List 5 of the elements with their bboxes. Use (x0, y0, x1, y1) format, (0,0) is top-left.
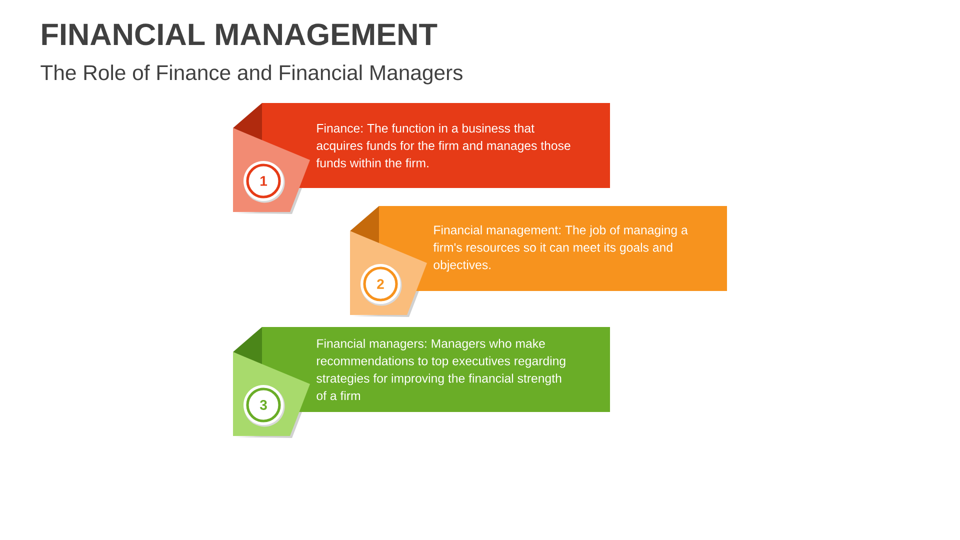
number-badge: 2 (360, 264, 402, 306)
number-badge: 3 (244, 385, 285, 427)
title: FINANCIAL MANAGEMENT (42, 24, 438, 46)
number-badge: 1 (244, 161, 285, 203)
subtitle: The Role of Finance and Financial Managers (40, 64, 462, 84)
